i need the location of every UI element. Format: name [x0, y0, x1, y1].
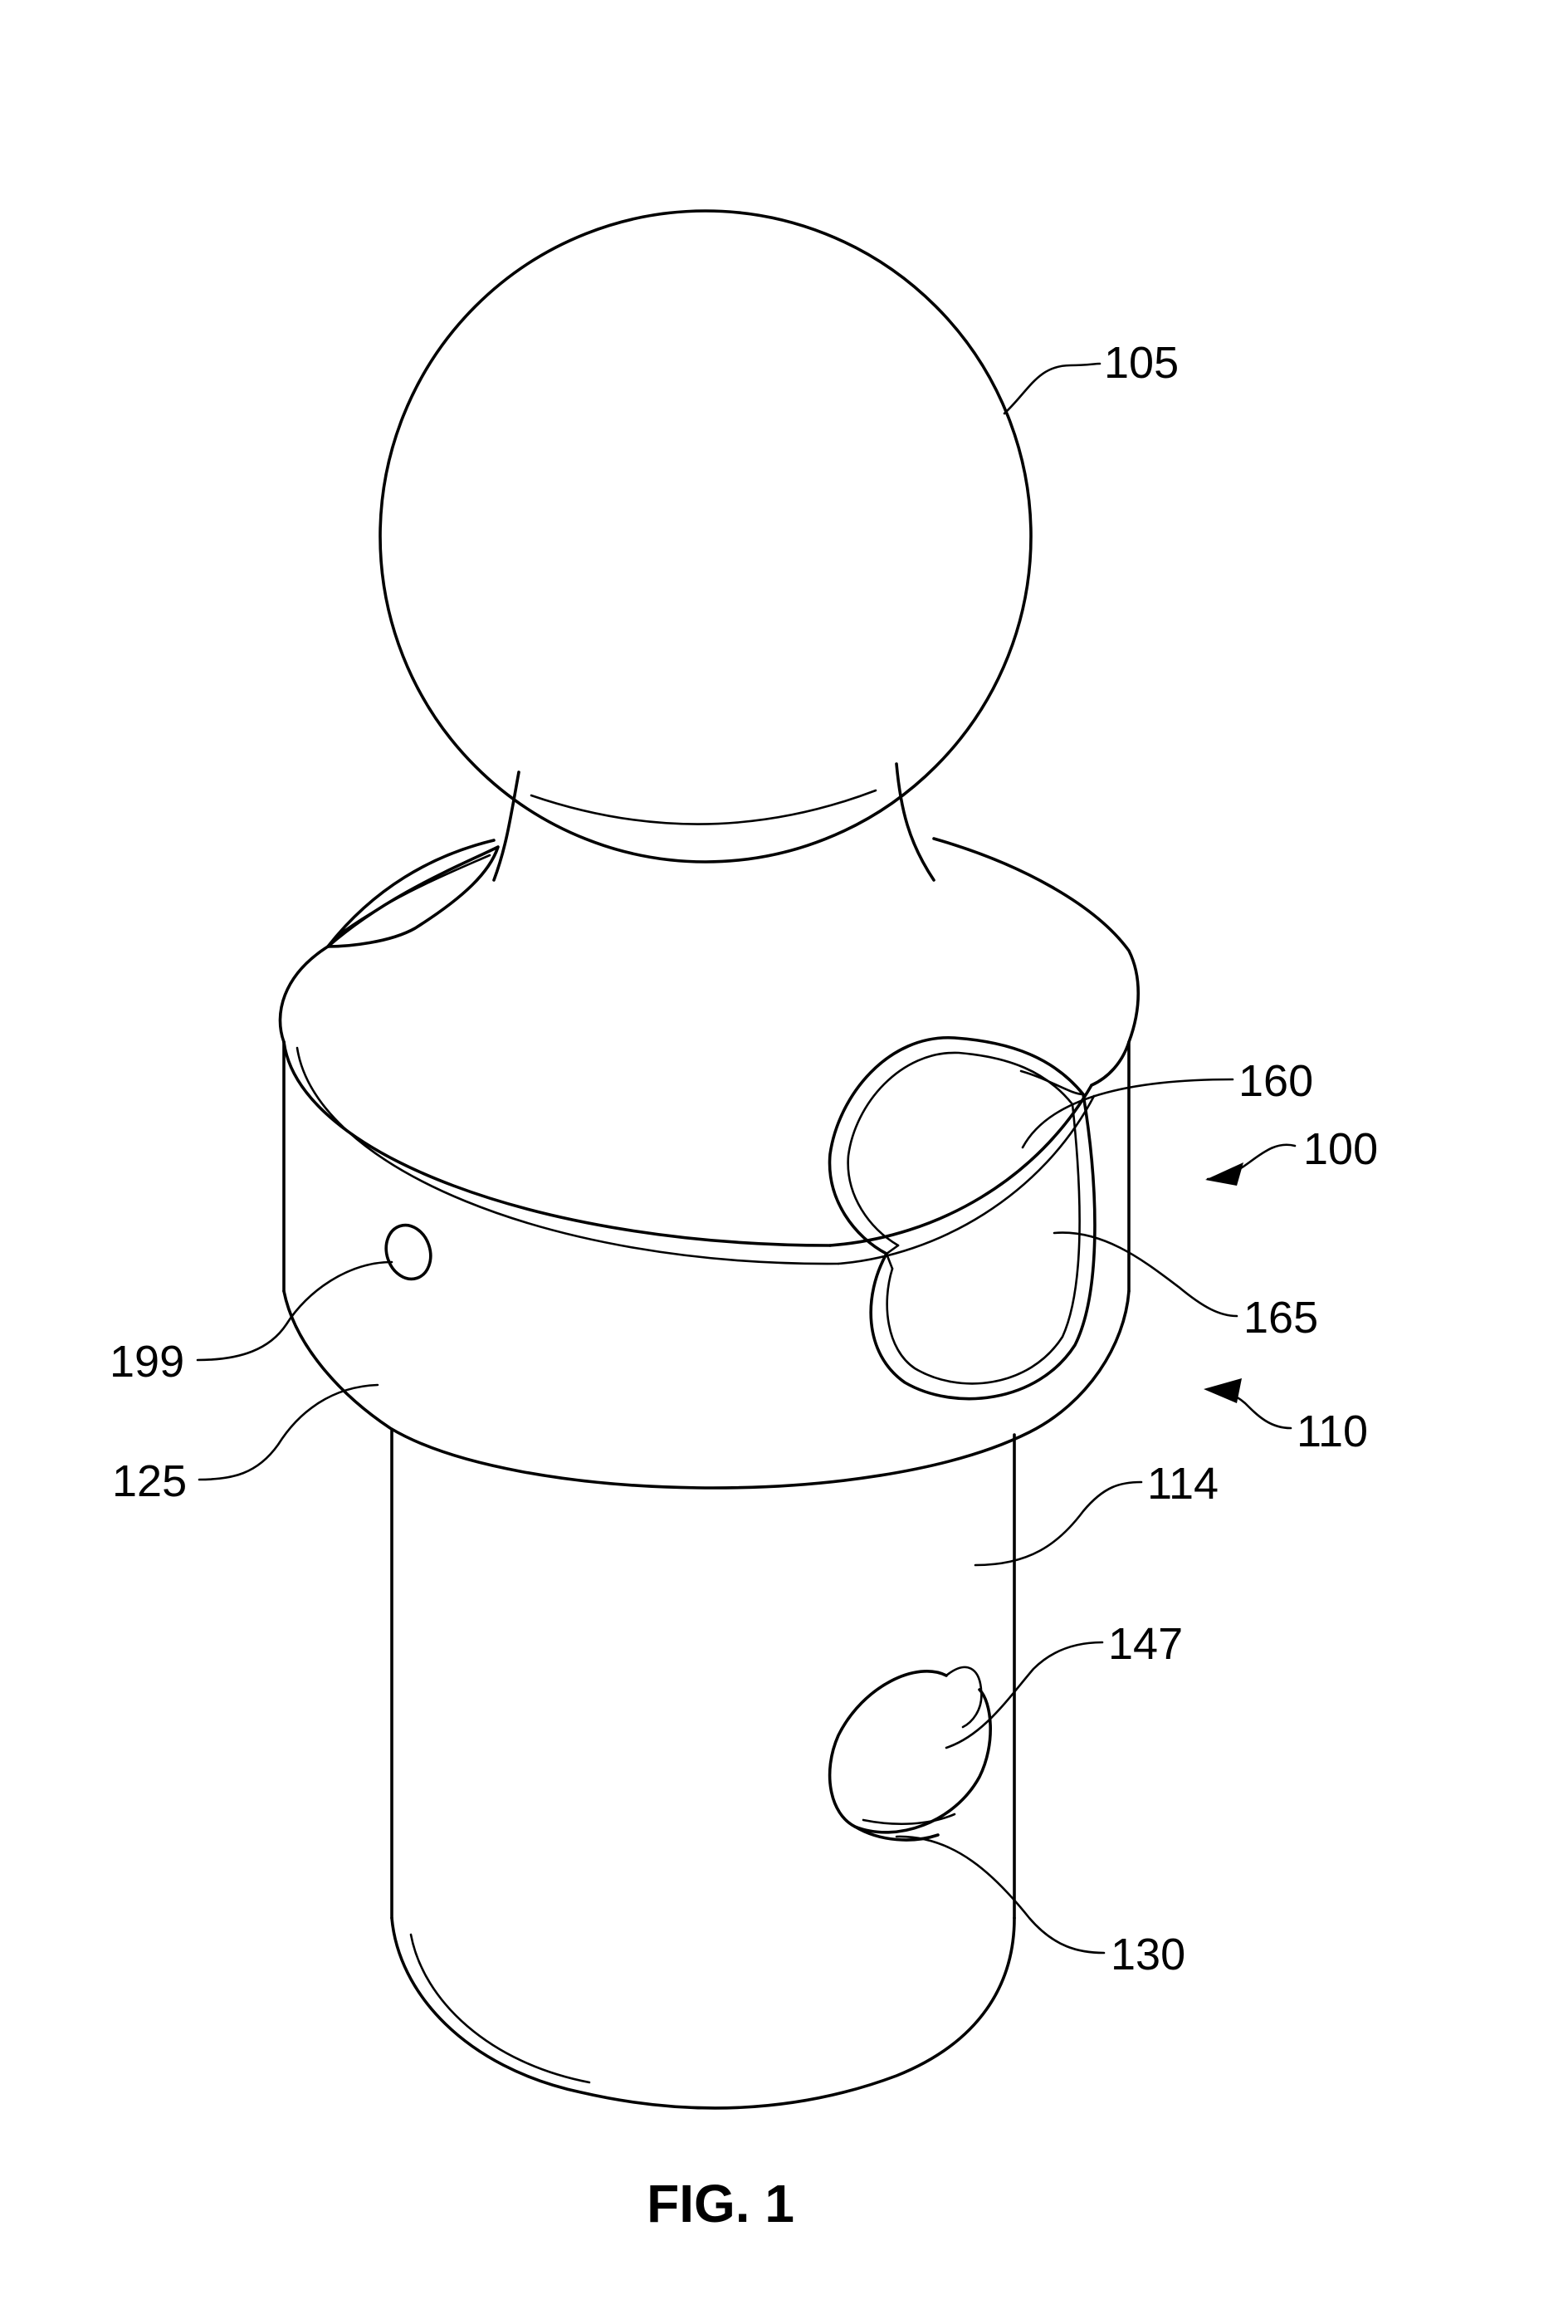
ball	[380, 211, 1031, 862]
label-199: 199	[110, 1337, 184, 1387]
arrow-100-head	[1205, 1162, 1243, 1186]
leader-130	[896, 1837, 1104, 1953]
label-114: 114	[1147, 1459, 1219, 1509]
label-160: 160	[1238, 1056, 1313, 1106]
label-105: 105	[1104, 338, 1179, 388]
figure-caption: FIG. 1	[647, 2174, 794, 2233]
label-125: 125	[112, 1456, 187, 1506]
collar-cylinder	[284, 1042, 1129, 1291]
leader-165	[1054, 1233, 1237, 1316]
leader-147	[946, 1642, 1102, 1748]
heart-recess	[830, 1038, 1095, 1399]
cross-bore	[830, 1667, 991, 1840]
reference-arrows	[1204, 1145, 1295, 1428]
leader-lines	[198, 364, 1237, 1953]
label-100: 100	[1303, 1124, 1378, 1174]
label-147: 147	[1108, 1619, 1183, 1669]
leader-105	[1004, 364, 1100, 413]
label-110: 110	[1297, 1407, 1368, 1456]
collar-top	[280, 839, 1138, 1042]
side-hole	[379, 1220, 437, 1285]
shank	[392, 1430, 1014, 2108]
arrow-110-head	[1204, 1378, 1242, 1403]
collar-flare	[284, 1291, 1129, 1488]
label-130: 130	[1111, 1930, 1185, 1979]
label-165: 165	[1243, 1293, 1318, 1343]
leader-114	[975, 1482, 1141, 1565]
leader-199	[198, 1262, 392, 1360]
